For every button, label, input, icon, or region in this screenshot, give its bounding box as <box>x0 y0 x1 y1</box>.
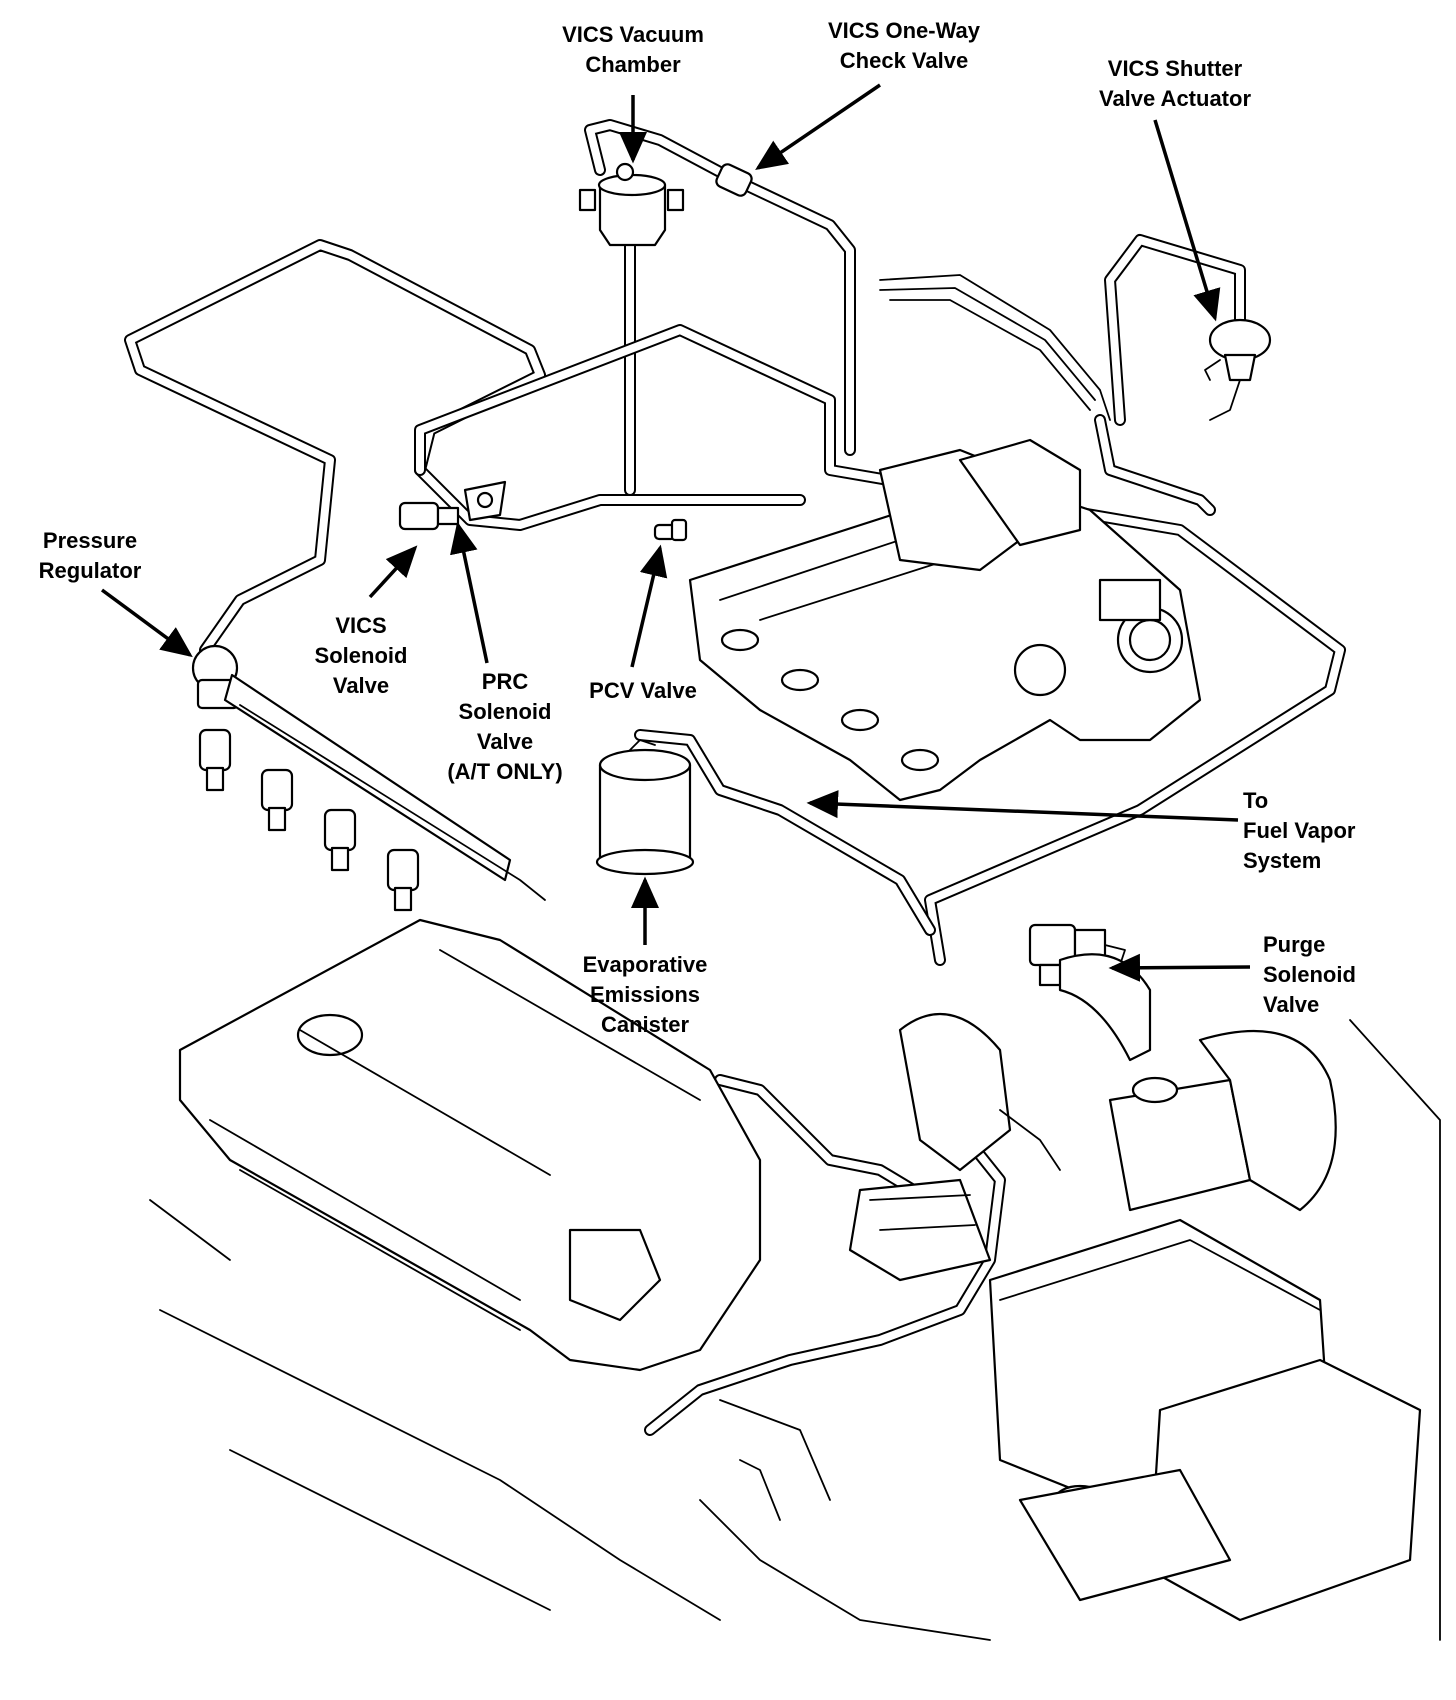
label-fuel-vapor: To Fuel Vapor System <box>1243 788 1356 873</box>
air-intake-hose-part <box>848 1012 1012 1282</box>
arrow-purge-solenoid <box>1108 953 1251 982</box>
label-pressure-regulator: Pressure Regulator <box>38 528 142 583</box>
arrow-vics-shutter-actuator <box>1153 119 1221 322</box>
label-vics-solenoid: VICS Solenoid Valve <box>314 613 408 698</box>
evap-canister-part <box>595 739 695 876</box>
fuel-rail-part <box>191 644 546 912</box>
check-valve-part <box>715 163 753 197</box>
injector-2 <box>260 768 294 832</box>
arrow-pcv-valve <box>630 544 668 668</box>
injector-1 <box>198 728 232 792</box>
vacuum-hoses <box>124 119 1346 1436</box>
label-pcv-valve: PCV Valve <box>589 678 697 703</box>
chassis-outline <box>149 1019 1441 1641</box>
label-vics-check-valve: VICS One-Way Check Valve <box>828 18 980 73</box>
label-prc-solenoid: PRC Solenoid Valve (A/T ONLY) <box>447 669 563 784</box>
label-evap-canister: Evaporative Emissions Canister <box>582 952 708 1037</box>
arrow-prc-solenoid <box>450 521 489 664</box>
intake-manifold-part <box>688 438 1202 802</box>
arrow-fuel-vapor <box>806 790 1239 822</box>
vics-vacuum-chamber-part <box>578 162 685 247</box>
label-vics-shutter-actuator: VICS Shutter Valve Actuator <box>1098 56 1252 111</box>
injector-4 <box>386 848 420 912</box>
pcv-valve-part <box>653 518 688 542</box>
injector-3 <box>323 808 357 872</box>
air-box-part <box>988 953 1422 1622</box>
vics-prc-solenoids-part <box>398 480 507 531</box>
arrow-pressure-regulator <box>100 588 193 658</box>
shutter-actuator-part <box>1204 318 1272 421</box>
label-purge-solenoid: Purge Solenoid Valve <box>1263 932 1356 1017</box>
leader-arrows <box>100 83 1251 982</box>
label-vics-vacuum-chamber: VICS Vacuum Chamber <box>562 22 704 77</box>
engine-head-part <box>178 918 762 1372</box>
arrow-vics-check-valve <box>755 83 881 170</box>
arrow-vics-solenoid <box>368 545 418 599</box>
